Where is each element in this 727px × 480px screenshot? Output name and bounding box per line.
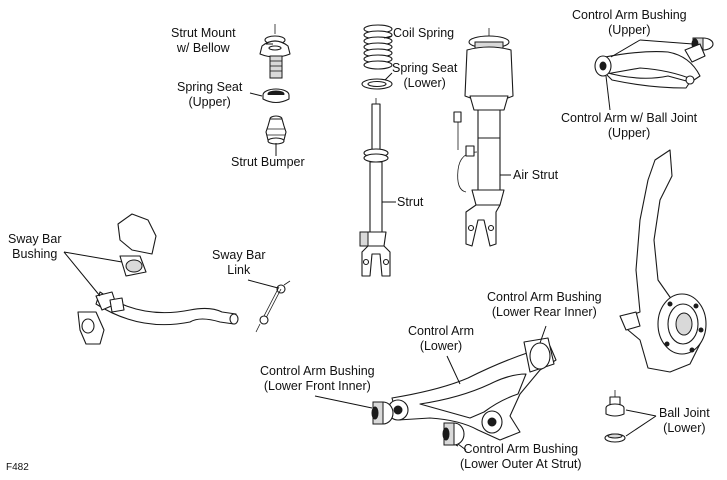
label-line: (Lower Rear Inner) (491, 305, 597, 319)
label-line: (Lower Front Inner) (263, 379, 371, 393)
label-line: Control Arm Bushing (572, 8, 687, 22)
label-sway-bar-link: Sway Bar Link (212, 248, 266, 278)
label-line: (Upper) (188, 95, 231, 109)
label-line: Control Arm (408, 324, 474, 338)
air-strut-part (453, 28, 514, 247)
label-control-arm-upper: Control Arm w/ Ball Joint (Upper) (561, 111, 697, 141)
label-line: Spring Seat (177, 80, 243, 94)
label-ball-joint-lower: Ball Joint (Lower) (659, 406, 710, 436)
label-line: Strut Mount (171, 26, 236, 40)
bushing-lower-front-inner-part (371, 401, 394, 425)
strut-mount-part (259, 24, 291, 79)
label-line: Ball Joint (659, 406, 710, 420)
label-spring-seat-upper: Spring Seat (Upper) (177, 80, 242, 110)
label-line: (Lower Outer At Strut) (460, 457, 582, 471)
strut-part (359, 98, 391, 277)
label-line: Coil Spring (393, 26, 455, 40)
label-line: Link (227, 263, 251, 277)
control-arm-lower-part (387, 337, 557, 441)
label-spring-seat-lower: Spring Seat (Lower) (392, 61, 457, 91)
label-line: Sway Bar (212, 248, 266, 262)
control-arm-upper-part (594, 43, 706, 89)
label-line: Strut Bumper (231, 155, 305, 169)
spring-seat-lower-part (361, 78, 393, 90)
label-line: w/ Bellow (176, 41, 230, 55)
label-control-arm-bushing-lower-rear: Control Arm Bushing (Lower Rear Inner) (487, 290, 602, 320)
label-strut-mount: Strut Mount w/ Bellow (171, 26, 236, 56)
steering-knuckle-part (619, 149, 707, 373)
figure-id: F482 (6, 462, 29, 473)
ball-joint-lower-part (604, 390, 626, 443)
label-air-strut: Air Strut (513, 168, 558, 183)
label-sway-bar-bushing: Sway Bar Bushing (8, 232, 62, 262)
label-line: Sway Bar (8, 232, 62, 246)
label-line: Spring Seat (392, 61, 458, 75)
label-coil-spring: Coil Spring (393, 26, 454, 41)
label-line: (Upper) (607, 126, 651, 140)
label-line: (Lower) (419, 339, 463, 353)
coil-spring-part (363, 24, 393, 70)
sway-bar-link-part (255, 280, 291, 333)
label-strut: Strut (397, 195, 423, 210)
bushing-lower-outer-part (442, 422, 465, 446)
label-line: Strut (397, 195, 424, 209)
sway-bar-part (77, 213, 239, 345)
label-strut-bumper: Strut Bumper (231, 155, 305, 170)
label-control-arm-lower: Control Arm (Lower) (408, 324, 474, 354)
label-control-arm-bushing-upper: Control Arm Bushing (Upper) (572, 8, 687, 38)
label-line: (Upper) (608, 23, 651, 37)
strut-bumper-part (265, 115, 287, 145)
label-line: (Lower) (663, 421, 706, 435)
label-line: Control Arm Bushing (487, 290, 602, 304)
label-line: (Lower) (403, 76, 446, 90)
leader-lines (63, 35, 694, 451)
label-control-arm-bushing-lower-outer: Control Arm Bushing (Lower Outer At Stru… (460, 442, 582, 472)
label-line: Control Arm Bushing (260, 364, 375, 378)
label-control-arm-bushing-lower-front: Control Arm Bushing (Lower Front Inner) (260, 364, 375, 394)
label-line: Air Strut (513, 168, 559, 182)
spring-seat-upper-part (262, 88, 290, 104)
label-line: Control Arm Bushing (463, 442, 579, 456)
label-line: Bushing (12, 247, 58, 261)
label-line: Control Arm w/ Ball Joint (561, 111, 698, 125)
